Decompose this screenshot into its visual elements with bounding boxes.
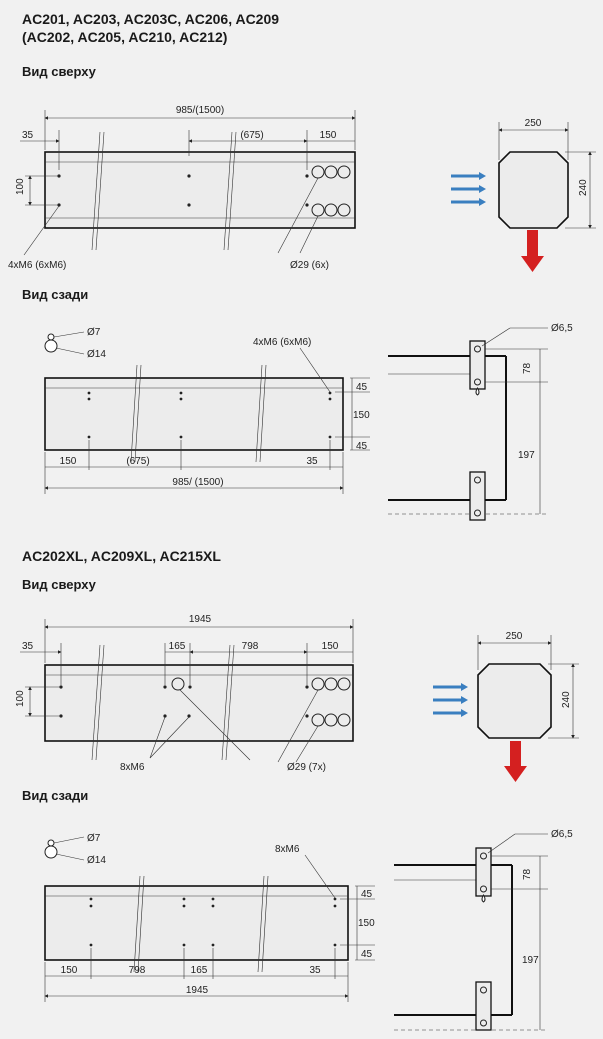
unit-body-top: [44, 151, 356, 229]
dim-150-back: 150: [60, 456, 77, 467]
xl-dim-165-back: 165: [191, 965, 208, 976]
xl-dim-197: 197: [522, 955, 539, 966]
model-list-title: AC201, AC203, AC203C, AC206, AC209: [22, 11, 280, 27]
dim-45-top: 45: [356, 382, 368, 393]
xl-d7-label: Ø7: [87, 833, 101, 844]
model-list-subtitle: (AC202, AC205, AC210, AC212): [22, 29, 228, 45]
dim-width-250: 250: [525, 118, 542, 129]
xl-top-view-label: Вид сверху: [22, 577, 96, 592]
xl-dim-overall: 1945: [189, 614, 212, 625]
xl-dim-overall-back: 1945: [186, 985, 209, 996]
wall-bracket-2: Ø6,5 78 197: [394, 829, 573, 1031]
xl-back-view-label: Вид сзади: [22, 788, 89, 803]
back-view-1: Ø7 Ø14 4xM6 (6xM6) 45 150 45 150 (675) 3…: [44, 327, 370, 494]
xl-d65-label: Ø6,5: [551, 829, 573, 840]
xl-dim-165: 165: [169, 641, 186, 652]
keyhole-icon: [44, 333, 58, 353]
xl-model-title: AC202XL, AC209XL, AC215XL: [22, 548, 221, 564]
xl-dim-35-back: 35: [309, 965, 321, 976]
xl-dim-798: 798: [242, 641, 259, 652]
xl-d14-label: Ø14: [87, 855, 106, 866]
wall-bracket-1: Ø6,5 78 197: [388, 323, 573, 521]
top-view-1: 985/(1500) 35 (675) 150 100 4xM6 (6xM6) …: [8, 105, 356, 271]
dim-height-240: 240: [578, 179, 589, 196]
top-view-label: Вид сверху: [22, 64, 96, 79]
xl-screws-label: 8xM6: [120, 762, 145, 773]
xl-unit-body-top: [44, 664, 354, 742]
xl-dim-100: 100: [15, 690, 26, 707]
xl-back-screws-label: 8xM6: [275, 844, 300, 855]
xl-holes-label: Ø29 (7x): [287, 762, 326, 773]
xl-dim-width-250: 250: [506, 631, 523, 642]
xl-dim-150-back: 150: [61, 965, 78, 976]
dim-overall-length: 985/(1500): [176, 105, 224, 116]
dim-35: 35: [22, 130, 34, 141]
xl-unit-side-outline: [477, 663, 552, 739]
dim-150-vertical: 150: [353, 410, 370, 421]
d7-label: Ø7: [87, 327, 101, 338]
airflow-arrows-icon: [451, 172, 486, 206]
back-screws-label: 4xM6 (6xM6): [253, 337, 311, 348]
back-view-label: Вид сзади: [22, 287, 89, 302]
xl-dim-150: 150: [322, 641, 339, 652]
xl-unit-body-back: [44, 885, 349, 961]
dim-overall-back: 985/ (1500): [172, 477, 223, 488]
dim-45-bottom: 45: [356, 441, 368, 452]
dim-35-back: 35: [306, 456, 318, 467]
dim-197: 197: [518, 450, 535, 461]
xl-dim-78: 78: [522, 868, 533, 880]
dim-675: (675): [240, 130, 263, 141]
d14-label: Ø14: [87, 349, 106, 360]
d65-label: Ø6,5: [551, 323, 573, 334]
xl-dim-45-top: 45: [361, 889, 373, 900]
xl-dim-150-vertical: 150: [358, 918, 375, 929]
holes-label: Ø29 (6x): [290, 260, 329, 271]
dim-150: 150: [320, 130, 337, 141]
unit-side-outline: [498, 151, 569, 229]
unit-body-back: [44, 377, 344, 451]
side-view-1: 250 240: [451, 118, 596, 272]
xl-dim-798-back: 798: [129, 965, 146, 976]
xl-dim-45-bottom: 45: [361, 949, 373, 960]
screws-label: 4xM6 (6xM6): [8, 260, 66, 271]
downward-air-arrow-icon: [521, 230, 544, 272]
xl-airflow-arrows-icon: [433, 683, 468, 717]
side-view-2: 250 240: [433, 631, 579, 782]
dim-100: 100: [15, 178, 26, 195]
xl-downward-air-arrow-icon: [504, 741, 527, 782]
xl-dim-height-240: 240: [561, 691, 572, 708]
dim-675-back: (675): [126, 456, 149, 467]
xl-dim-35: 35: [22, 641, 34, 652]
top-view-2: 1945 35 165 798 150 100 8xM6 Ø29 (7x): [15, 614, 354, 773]
dim-78: 78: [522, 362, 533, 374]
back-view-2: Ø7 Ø14 8xM6 45 150 45 150 798 165 35 194…: [44, 833, 375, 1002]
